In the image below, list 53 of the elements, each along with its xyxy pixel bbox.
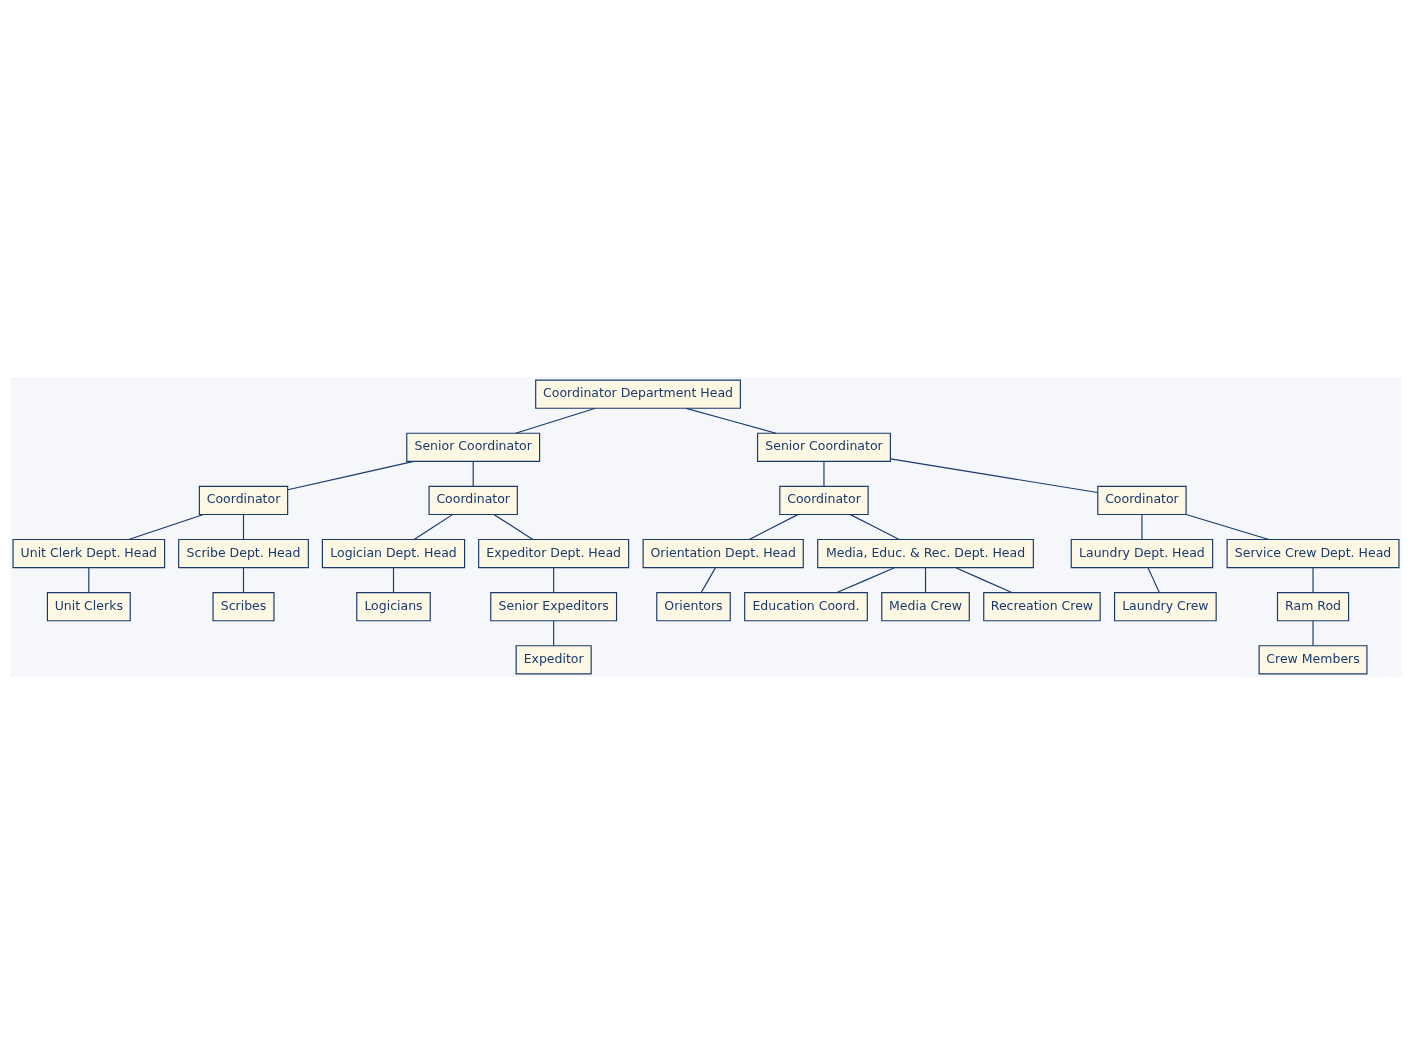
connector bbox=[553, 620, 555, 646]
connector bbox=[553, 567, 555, 593]
node-box: Expeditor bbox=[515, 645, 592, 675]
connector bbox=[242, 514, 245, 540]
connector bbox=[1185, 513, 1270, 541]
connector bbox=[890, 458, 1099, 494]
node-box: Ram Rod bbox=[1276, 592, 1350, 622]
connector bbox=[493, 514, 534, 541]
node-box: Logician Dept. Head bbox=[321, 538, 466, 569]
connector bbox=[392, 567, 395, 593]
connector bbox=[287, 460, 415, 491]
connector bbox=[849, 514, 900, 541]
node-box: Orientation Dept. Head bbox=[642, 538, 804, 569]
connector bbox=[472, 461, 474, 487]
node-box: Logicians bbox=[356, 592, 431, 622]
connector bbox=[515, 407, 596, 434]
node-box: Coordinator bbox=[779, 485, 869, 516]
node-box: Media, Educ. & Rec. Dept. Head bbox=[817, 538, 1034, 569]
node-box: Coordinator bbox=[198, 485, 289, 516]
node-box: Senior Expeditors bbox=[490, 592, 618, 622]
connector bbox=[1147, 567, 1160, 593]
connector bbox=[924, 567, 927, 593]
node-box: Unit Clerks bbox=[46, 592, 131, 622]
node-box: Recreation Crew bbox=[983, 592, 1101, 622]
node-box: Unit Clerk Dept. Head bbox=[12, 538, 166, 569]
connector bbox=[1312, 567, 1314, 593]
node-box: Coordinator Department Head bbox=[535, 379, 741, 409]
node-box: Media Crew bbox=[881, 592, 970, 622]
connector bbox=[748, 514, 799, 541]
connector bbox=[955, 567, 1013, 594]
connector bbox=[1312, 620, 1314, 646]
node-box: Laundry Dept. Head bbox=[1070, 538, 1214, 569]
connector bbox=[700, 567, 716, 593]
node-box: Senior Coordinator bbox=[756, 432, 891, 462]
node-box: Senior Coordinator bbox=[406, 432, 541, 462]
node-box: Crew Members bbox=[1258, 645, 1368, 675]
connector bbox=[242, 567, 245, 593]
connector bbox=[836, 567, 896, 594]
node-box: Coordinator bbox=[428, 485, 518, 516]
node-box: Scribes bbox=[212, 592, 275, 622]
connector bbox=[128, 513, 205, 541]
node-box: Scribe Dept. Head bbox=[178, 538, 309, 569]
node-box: Orientors bbox=[656, 592, 731, 622]
connector bbox=[823, 461, 825, 487]
node-box: Coordinator bbox=[1097, 485, 1187, 516]
node-box: Expeditor Dept. Head bbox=[478, 538, 630, 569]
connector bbox=[88, 567, 90, 593]
node-box: Service Crew Dept. Head bbox=[1226, 538, 1400, 569]
connector bbox=[413, 514, 454, 541]
connector bbox=[685, 407, 777, 434]
connector bbox=[1141, 514, 1143, 540]
node-box: Laundry Crew bbox=[1114, 592, 1217, 622]
node-box: Education Coord. bbox=[744, 592, 868, 622]
